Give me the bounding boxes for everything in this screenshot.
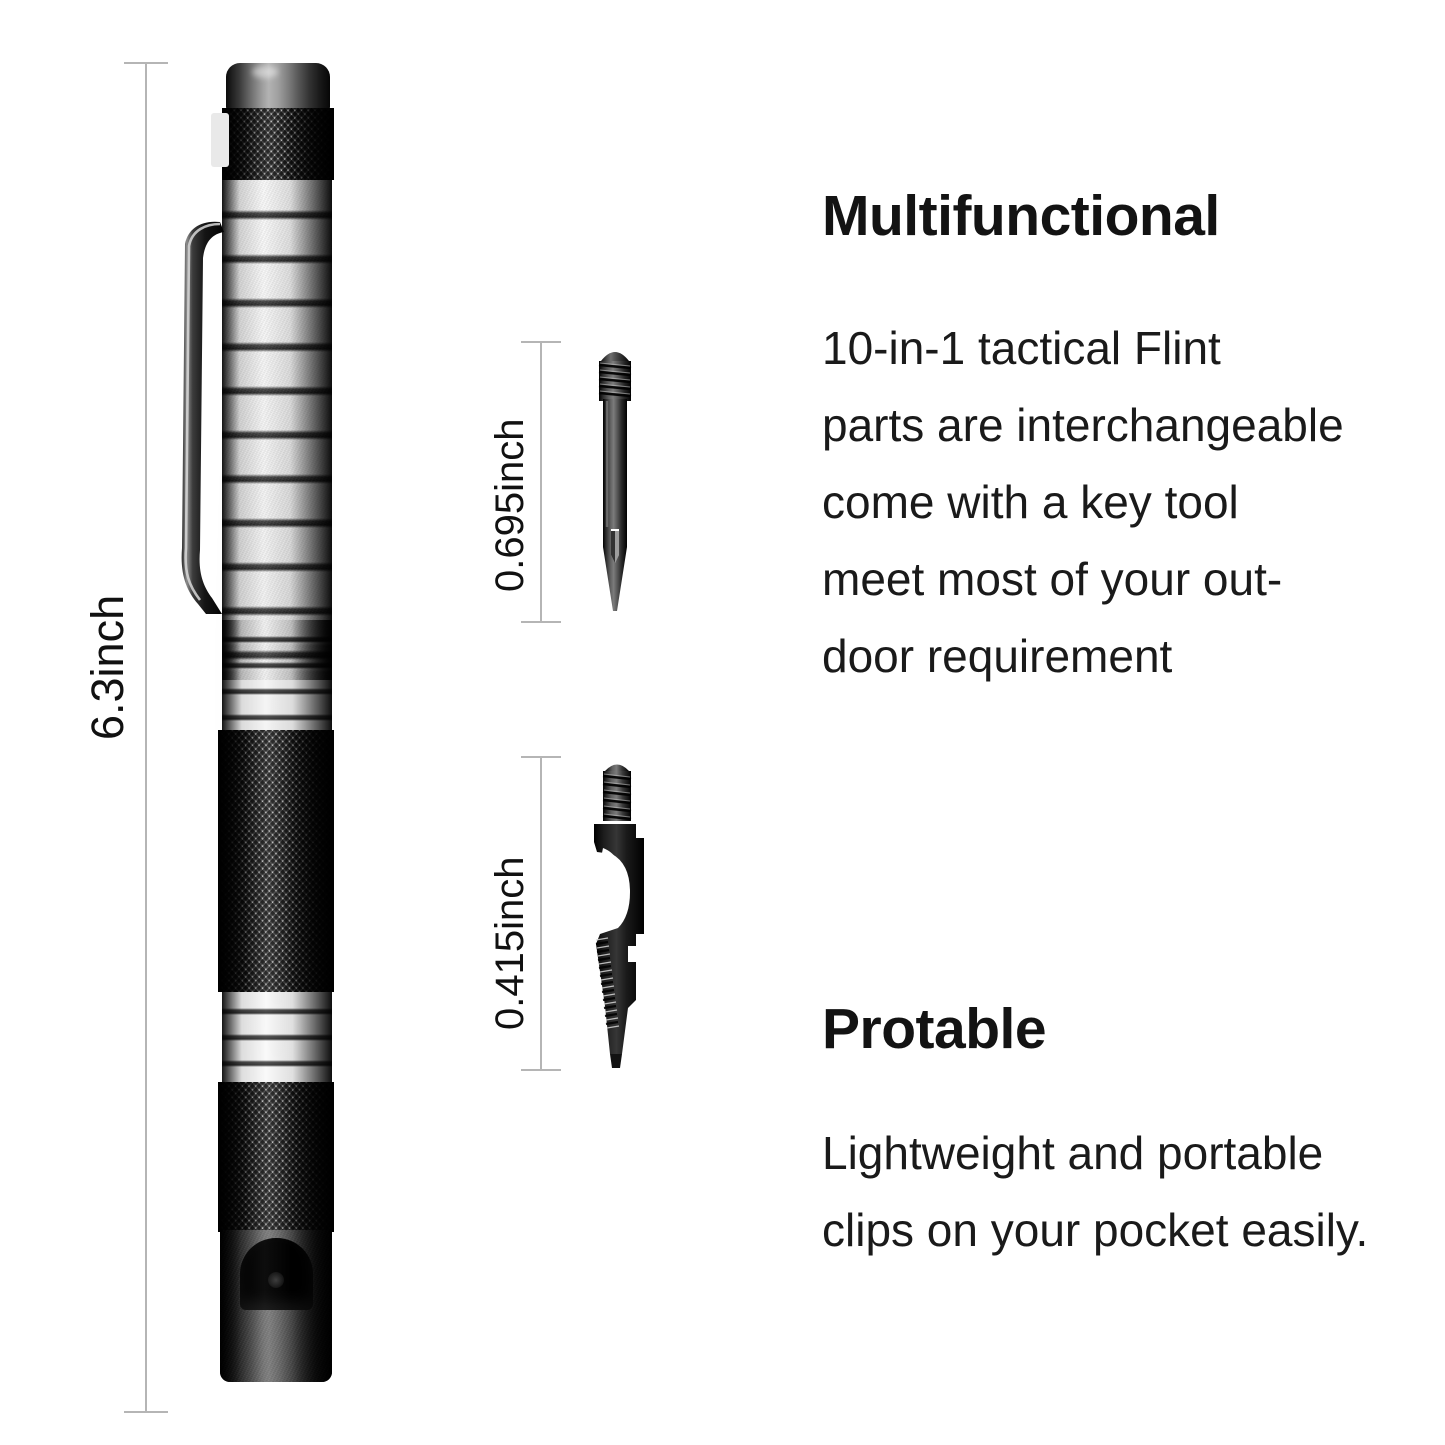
feature-body-line: come with a key tool	[822, 476, 1239, 528]
dimension-line-vertical	[540, 341, 542, 622]
pen-cap-top	[226, 63, 330, 111]
feature-body-line: parts are interchangeable	[822, 399, 1344, 451]
dimension-cap-bottom	[521, 1069, 561, 1071]
pen-lower-barrel-edge-shading	[222, 992, 332, 1082]
feature-body-line: clips on your pocket easily.	[822, 1204, 1369, 1256]
pen-cap-reflection	[211, 113, 229, 167]
key-tool-icon	[594, 764, 644, 1068]
feature-heading-protable: Protable	[822, 997, 1047, 1061]
pen-mid-barrel-edge-shading	[222, 620, 332, 730]
dimension-label-pen-length: 6.3inch	[82, 594, 133, 740]
pen-cap-top-highlight	[252, 66, 278, 78]
dimension-line-vertical	[145, 62, 147, 1412]
pocket-clip-icon	[181, 221, 224, 614]
feature-heading-multifunctional: Multifunctional	[822, 184, 1220, 248]
screwdriver-bit-icon	[598, 352, 632, 611]
feature-body-line: Lightweight and portable	[822, 1127, 1324, 1179]
dimension-label-bit-length: 0.695inch	[488, 418, 532, 592]
dimension-cap-bottom	[521, 621, 561, 623]
dimension-cap-bottom	[124, 1411, 168, 1413]
dimension-cap-top	[521, 756, 561, 758]
feature-body-line: meet most of your out-	[822, 553, 1283, 605]
dimension-cap-top	[124, 62, 168, 64]
dimension-line-vertical	[540, 756, 542, 1070]
pen-pocket-clip	[176, 218, 226, 618]
feature-body-protable: Lightweight and portable clips on your p…	[822, 1115, 1422, 1269]
feature-body-multifunctional: 10-in-1 tactical Flint parts are interch…	[822, 310, 1422, 695]
feature-body-line: door requirement	[822, 630, 1173, 682]
phillips-screwdriver-bit-image	[586, 341, 644, 622]
pen-bottom-edge-shading	[220, 1230, 332, 1382]
pen-cap-knurl-edge-shadow	[222, 108, 334, 180]
dimension-cap-top	[521, 341, 561, 343]
pen-upper-barrel-edge-shading	[222, 180, 332, 680]
dimension-label-key-length: 0.415inch	[488, 856, 532, 1030]
key-multi-tool-image	[572, 756, 656, 1070]
feature-body-line: 10-in-1 tactical Flint	[822, 322, 1221, 374]
pen-bottom-knurl-edge-shading	[218, 1082, 334, 1232]
pen-knurled-grip-edge-shading	[218, 730, 334, 992]
